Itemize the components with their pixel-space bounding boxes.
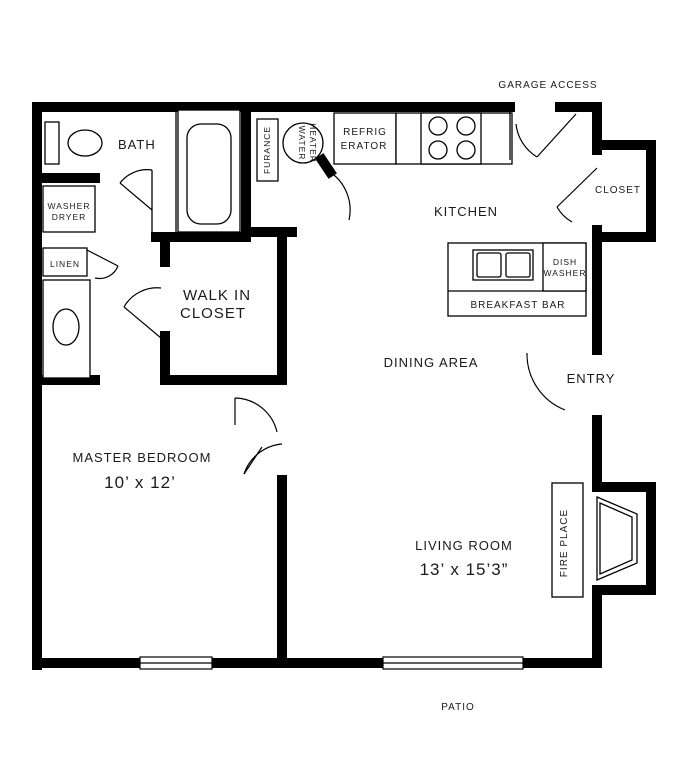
label-dryer: DRYER [52,212,87,222]
burner [456,116,476,136]
label-living-room-size: 13’ x 15’3” [420,560,509,579]
bathtub-basin [186,123,232,225]
dishwasher [542,242,587,292]
interior-walls [32,102,337,668]
label-master-bedroom: MASTER BEDROOM [73,450,212,465]
label-closet: CLOSET [595,185,641,196]
label-dishwasher-1: DISH [553,257,577,267]
label-walk-in-1: WALK IN [183,287,251,304]
furnace [256,118,279,182]
refrigerator [333,112,397,165]
vanity-sink [52,308,80,346]
label-dishwasher-2: WASHER [544,268,587,278]
burner [428,140,448,160]
sink-basin [505,252,531,278]
water-heater [282,122,324,164]
label-kitchen: KITCHEN [434,204,498,219]
label-patio: PATIO [441,702,475,713]
label-master-bedroom-size: 10’ x 12’ [104,473,176,492]
label-water-heater-1: WATER [297,126,307,161]
label-furnace: FURANCE [262,126,272,174]
label-entry: ENTRY [567,371,616,386]
label-breakfast-bar: BREAKFAST BAR [470,300,565,311]
doors [86,113,598,475]
toilet-tank [44,121,60,165]
linen-cabinet [42,247,88,277]
burner [428,116,448,136]
burner [456,140,476,160]
label-refrigerator-1: REFRIG [343,127,387,138]
fireplace-hearth [551,482,584,598]
label-bath: BATH [118,137,156,152]
toilet-bowl [67,129,103,157]
label-garage-access: GARAGE ACCESS [498,80,597,91]
sink-basin [476,252,502,278]
label-washer: WASHER [48,201,91,211]
room-labels: GARAGE ACCESS BATH FURANCE WATER HEATER … [48,80,641,713]
label-fire-place: FIRE PLACE [559,509,570,577]
fireplace-firebox-inner [599,502,633,575]
label-walk-in-2: CLOSET [180,305,246,322]
label-dining-area: DINING AREA [384,355,479,370]
label-linen: LINEN [50,259,80,269]
fixtures [42,107,638,670]
label-water-heater-2: HEATER [308,123,318,163]
label-refrigerator-2: ERATOR [341,141,388,152]
washer-dryer [42,185,96,233]
label-living-room: LIVING ROOM [415,538,513,553]
